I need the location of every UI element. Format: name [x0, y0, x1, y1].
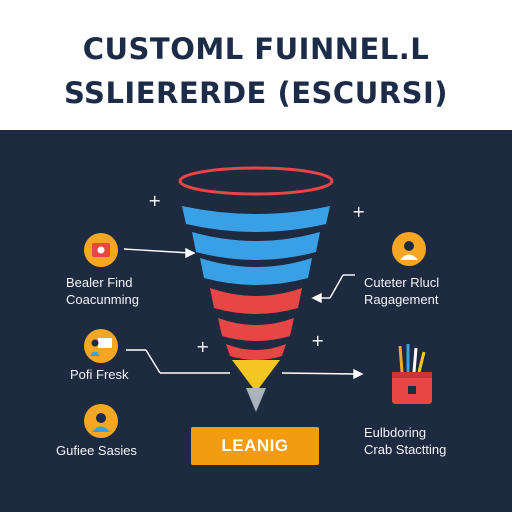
video-icon: [84, 233, 118, 267]
funnel-band-blue-3: [200, 258, 312, 285]
title-line-2: SSLIERERDE (ESCURSI): [63, 76, 449, 110]
presenter-icon: [84, 329, 118, 363]
funnel-band-blue-1: [182, 206, 330, 232]
connector-arrows: [123, 247, 364, 380]
svg-text:+: +: [311, 331, 324, 350]
svg-text:+: +: [196, 337, 209, 356]
funnel-tip-grey: [246, 388, 266, 412]
label-left-top-line-2: Coacunming: [66, 292, 139, 307]
funnel-band-red-3: [226, 344, 286, 360]
leaning-button[interactable]: LEANIG: [191, 427, 319, 465]
funnel-rim: [178, 166, 334, 196]
funnel-band-red-2: [218, 318, 294, 341]
label-right-bottom-line-1: Eulbdoring: [364, 425, 427, 440]
person-icon: [84, 404, 118, 438]
label-right-top: Cuteter Rlucl Ragagement: [364, 274, 439, 308]
label-right-bottom-line-2: Crab Stactting: [364, 442, 447, 457]
label-left-top: Bealer Find Coacunming: [66, 274, 139, 308]
label-right-bottom: Eulbdoring Crab Stactting: [364, 424, 446, 458]
toolbox-icon: [386, 340, 436, 410]
funnel-tip-yellow: [232, 360, 280, 392]
label-right-top-line-2: Ragagement: [364, 292, 439, 307]
label-left-bottom: Gufiee Sasies: [56, 442, 137, 459]
person-icon: [392, 232, 426, 266]
header-banner: CUSTOML FUINNEL.L SSLIERERDE (ESCURSI): [0, 0, 512, 130]
funnel-band-red-1: [210, 288, 302, 314]
label-left-mid: Pofi Fresk: [70, 366, 129, 383]
svg-text:+: +: [352, 202, 365, 221]
label-left-bottom-line-1: Gufiee Sasies: [56, 443, 137, 458]
svg-text:+: +: [148, 191, 161, 210]
funnel-band-blue-2: [192, 232, 320, 260]
label-left-top-line-1: Bealer Find: [66, 275, 133, 290]
sparkle-plus-marks: + + + +: [148, 191, 365, 356]
label-right-top-line-1: Cuteter Rlucl: [364, 275, 440, 290]
title-line-1: CUSTOML FUINNEL.L: [82, 32, 430, 66]
label-left-mid-line-1: Pofi Fresk: [70, 367, 129, 382]
